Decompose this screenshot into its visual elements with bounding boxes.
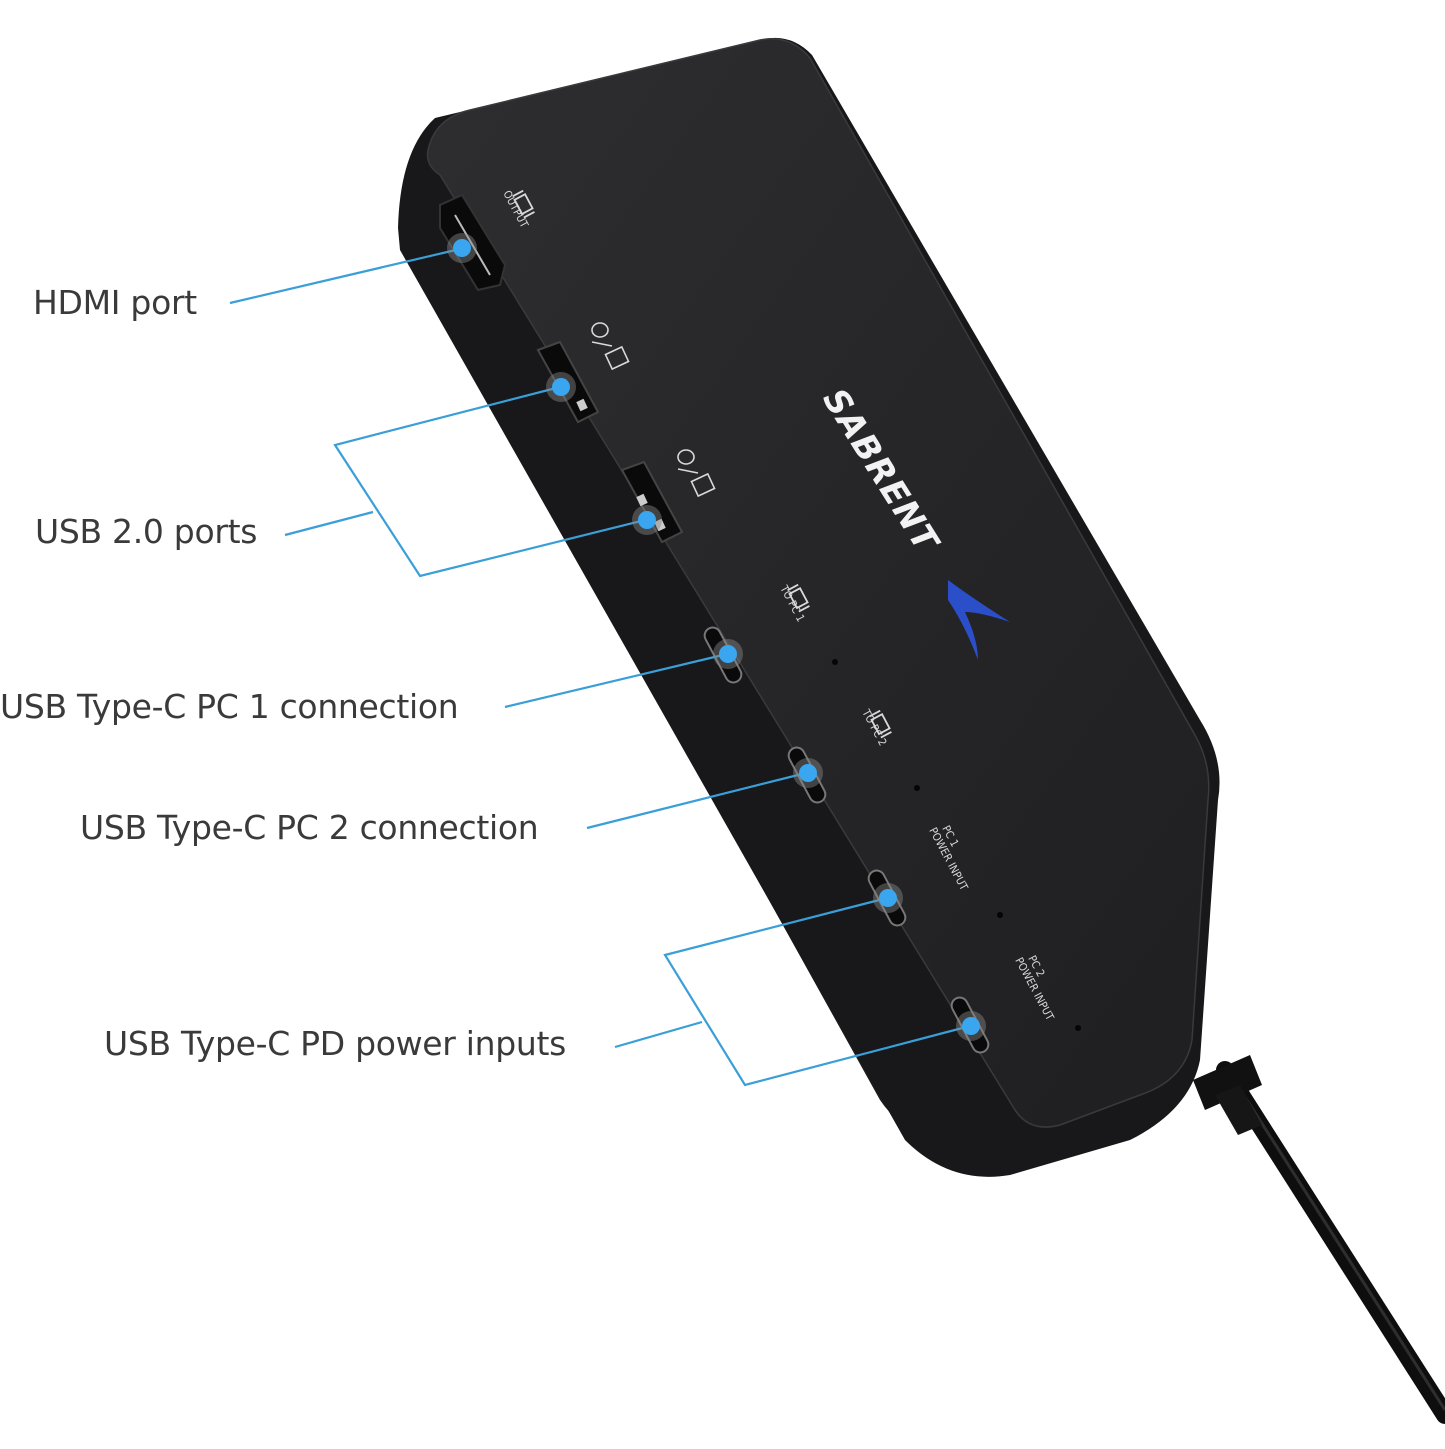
- callout-usbc-pc1: USB Type-C PC 1 connection: [0, 687, 459, 726]
- usb-c-cable: [1193, 1055, 1445, 1424]
- device-top-surface: [426, 38, 1210, 1128]
- callout-usbc-pd-power: USB Type-C PD power inputs: [104, 1024, 567, 1063]
- callout-hdmi-port: HDMI port: [33, 283, 197, 322]
- display-icon: [512, 189, 892, 739]
- mouse-keyboard-icon: [591, 322, 716, 498]
- callout-usbc-pc2: USB Type-C PC 2 connection: [80, 808, 539, 847]
- brand-swoosh-icon: [948, 580, 1010, 660]
- status-leds: [832, 659, 1081, 1031]
- hdmi-port: [439, 193, 507, 292]
- callout-markers: [447, 233, 986, 1041]
- callout-usb2-ports: USB 2.0 ports: [35, 512, 258, 551]
- callout-lines: [229, 247, 971, 1087]
